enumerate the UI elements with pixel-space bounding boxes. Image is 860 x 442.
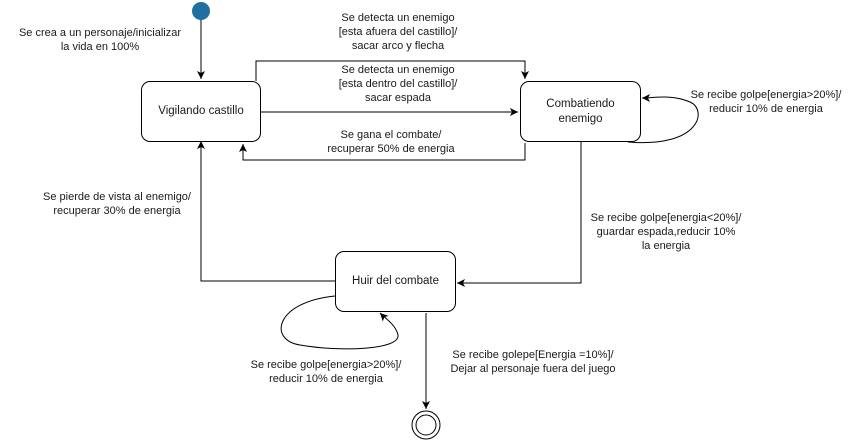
transition-outside-castle (255, 60, 529, 81)
state-huir-del-combate: Huir del combate (335, 251, 456, 312)
label-hit-low-energy: Se recibe golpe[energia<20%]/ guardar es… (590, 212, 742, 252)
transition-lose-sight (197, 141, 335, 282)
initial-node (192, 2, 210, 20)
transition-self-loop-combat (627, 93, 699, 144)
label-outside-castle: Se detecta un enemigo [esta afuera del c… (338, 12, 458, 52)
label-hit-self-combat: Se recibe golpe[energia>20%]/ reducir 10… (690, 89, 842, 115)
label-final-hit: Se recibe golepe[Energia =10%]/ Dejar al… (450, 349, 616, 375)
transition-self-loop-flee (280, 295, 399, 350)
state-combatiendo-label: Combatiendo enemigo (546, 97, 615, 125)
label-win-combat: Se gana el combate/ recuperar 50% de ene… (327, 129, 455, 155)
state-combatiendo-enemigo: Combatiendo enemigo (520, 81, 641, 142)
label-initial: Se crea a un personaje/inicializar la vi… (18, 27, 182, 53)
label-lose-sight: Se pierde de vista al enemigo/ recuperar… (43, 191, 191, 217)
state-vigilando-castillo: Vigilando castillo (141, 81, 261, 142)
transition-win-combat (239, 143, 526, 161)
final-node-inner (415, 414, 437, 436)
label-inside-castle: Se detecta un enemigo [esta dentro del c… (338, 64, 458, 104)
state-huir-label: Huir del combate (352, 275, 439, 287)
label-hit-self-flee: Se recibe golpe[energia>20%]/ reducir 10… (250, 359, 402, 385)
transition-low-energy (457, 142, 582, 287)
state-vigilando-label: Vigilando castillo (158, 105, 244, 117)
